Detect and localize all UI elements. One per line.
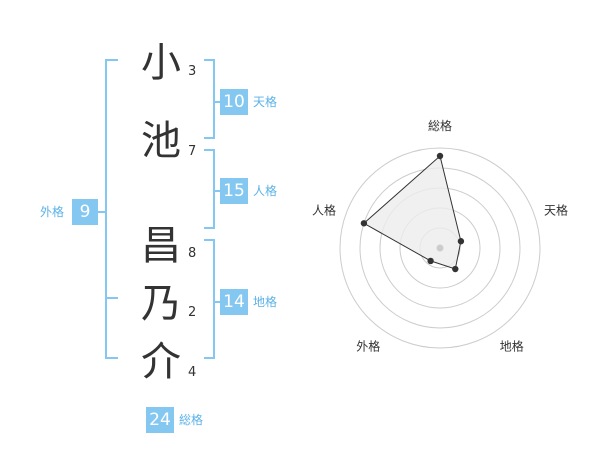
name-char-4: 乃 (141, 281, 181, 327)
radar-point-1 (457, 238, 465, 245)
jinkaku-label: 人格 (253, 184, 278, 198)
stroke-count-1: 3 (188, 64, 197, 79)
radar-data-polygon (363, 155, 462, 270)
radar-point-2 (452, 265, 459, 273)
name-char-5: 介 (141, 339, 181, 385)
jinkaku-value-badge: 15 (220, 178, 248, 204)
radar-axis-label-3: 外格 (356, 339, 380, 354)
tenkaku-label: 天格 (253, 95, 278, 109)
radar-center-dot (436, 244, 444, 252)
chikaku-value-badge: 14 (220, 289, 248, 315)
name-char-1: 小 (141, 40, 181, 86)
stroke-count-2: 7 (188, 144, 197, 159)
name-char-3: 昌 (141, 223, 181, 269)
tenkaku-value-badge: 10 (220, 89, 248, 115)
radar-axis-label-1: 天格 (544, 202, 568, 217)
stroke-count-5: 4 (188, 365, 197, 380)
radar-point-4 (360, 220, 368, 227)
gaikaku-value-badge: 9 (72, 199, 98, 225)
soukaku-label: 総格 (179, 413, 204, 427)
name-char-2: 池 (141, 118, 181, 164)
radar-point-0 (436, 152, 444, 160)
soukaku-value-badge: 24 (146, 407, 174, 433)
stroke-count-4: 2 (188, 305, 197, 320)
radar-axis-label-2: 地格 (500, 339, 524, 354)
radar-ring-5 (339, 147, 541, 349)
gaikaku-label: 外格 (40, 205, 65, 219)
radar-axis-label-0: 総格 (428, 118, 452, 133)
radar-data-points (360, 152, 465, 273)
chikaku-label: 地格 (253, 295, 278, 309)
stroke-count-3: 8 (188, 246, 197, 261)
radar-axis-label-4: 人格 (312, 202, 336, 217)
radar-point-3 (427, 257, 434, 265)
